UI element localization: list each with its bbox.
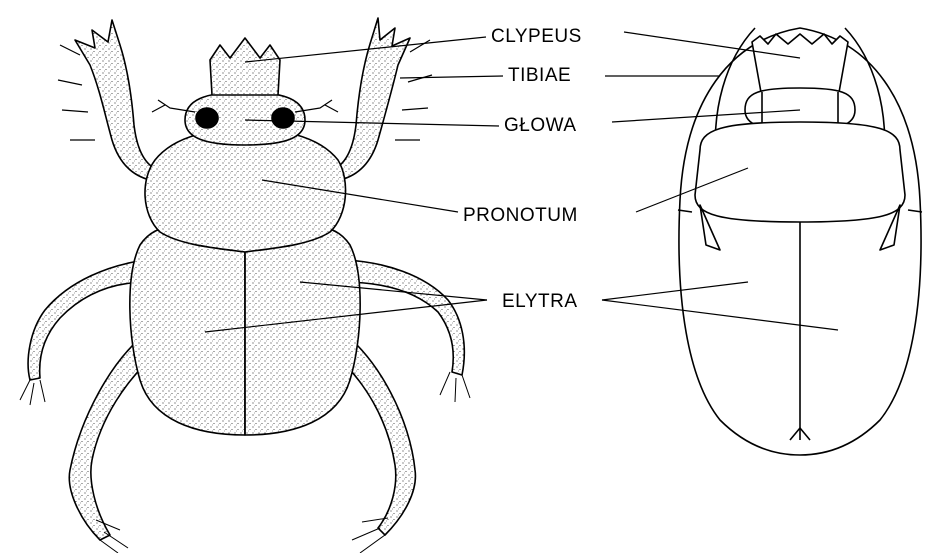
label-glowa: GŁOWA	[504, 116, 577, 136]
label-elytra: ELYTRA	[502, 292, 578, 312]
outline-pronotum	[695, 122, 905, 222]
elytra-left-drawing	[130, 226, 245, 435]
pronotum-drawing	[145, 130, 346, 252]
label-pronotum: PRONOTUM	[463, 206, 578, 226]
elytra-right-drawing	[245, 226, 360, 435]
clypeus-drawing	[210, 38, 280, 95]
label-clypeus: CLYPEUS	[491, 27, 582, 47]
outline-beetle-drawing	[678, 28, 922, 455]
leader-tibiae-left	[400, 76, 503, 78]
label-tibiae: TIBIAE	[508, 66, 571, 86]
dorsal-beetle-drawing	[20, 18, 470, 553]
front-leg-right	[332, 18, 432, 180]
front-leg-left	[58, 20, 158, 180]
